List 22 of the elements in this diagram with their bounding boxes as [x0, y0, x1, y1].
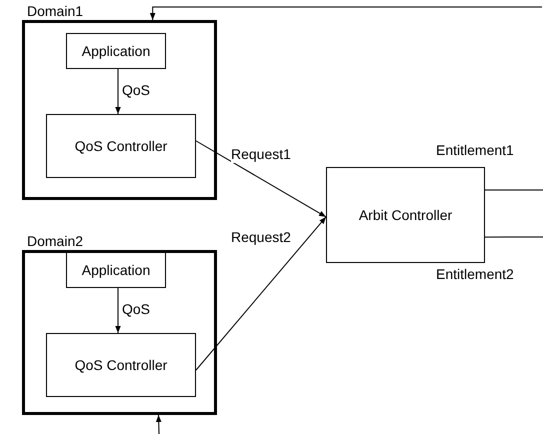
process-box — [46, 333, 196, 397]
edge-label: Request1 — [231, 146, 291, 163]
box-label: Application — [82, 42, 150, 61]
box-label: Application — [82, 260, 150, 280]
edge-label: QoS — [122, 82, 150, 99]
connector-arrow — [156, 414, 162, 434]
connector-arrow — [196, 216, 326, 371]
group-title: Domain2 — [27, 233, 84, 250]
controller-box — [326, 167, 485, 263]
connector-arrow — [196, 140, 326, 218]
edge-label: QoS — [122, 301, 150, 318]
box-label: QoS Controller — [74, 136, 168, 156]
edge-label: Request2 — [231, 229, 291, 246]
connector-arrow — [115, 68, 121, 114]
connector-arrow — [115, 288, 121, 334]
process-box — [66, 252, 166, 288]
box-label: Arbit Controller — [358, 206, 452, 224]
process-box — [66, 33, 166, 69]
group-title: Domain1 — [27, 3, 84, 20]
connector-arrow — [150, 6, 542, 20]
process-box — [46, 114, 196, 178]
box-label: QoS Controller — [74, 356, 168, 375]
